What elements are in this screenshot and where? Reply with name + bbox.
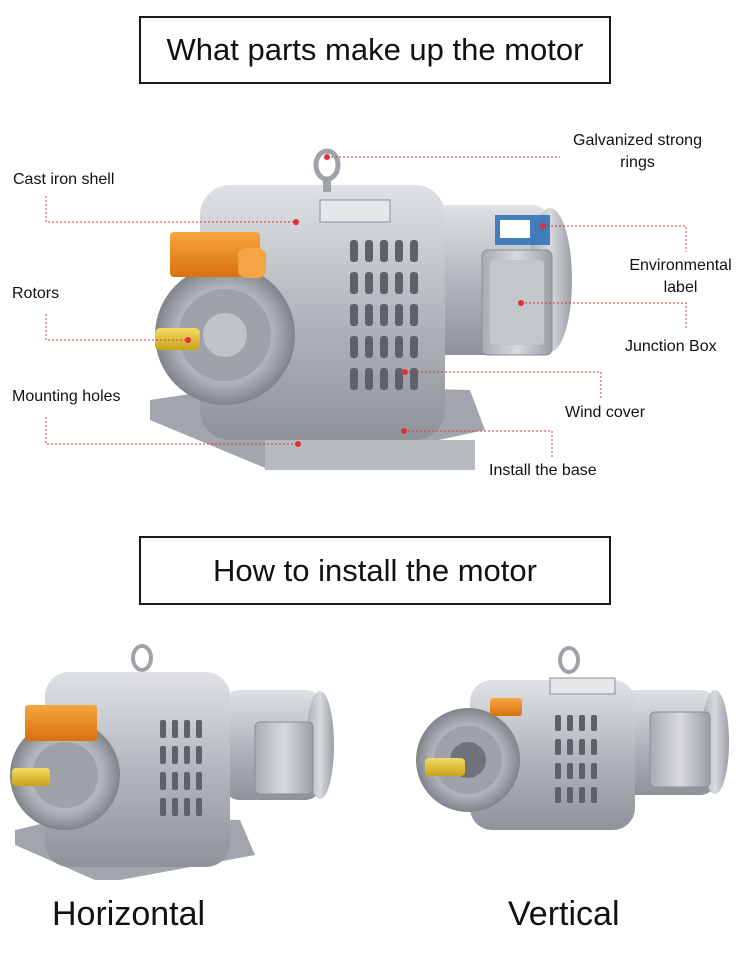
parts-section-title: What parts make up the motor: [139, 16, 611, 84]
vertical-motor-illustration: [416, 646, 729, 830]
main-motor-illustration: [150, 148, 572, 470]
label-cast-iron-shell: Cast iron shell: [13, 171, 115, 188]
label-install-base: Install the base: [489, 462, 597, 479]
label-mounting-holes: Mounting holes: [12, 388, 121, 405]
caption-vertical: Vertical: [508, 895, 620, 933]
label-rings: Galvanized strong rings: [573, 132, 702, 171]
label-wind-cover: Wind cover: [565, 404, 646, 421]
label-junction-box: Junction Box: [625, 338, 717, 355]
label-rotors: Rotors: [12, 285, 60, 302]
leader-lines: [45, 154, 687, 458]
horizontal-motor-illustration: [10, 644, 334, 880]
caption-horizontal: Horizontal: [52, 895, 206, 933]
install-section-title: How to install the motor: [139, 536, 611, 605]
label-environmental: Environmental label: [629, 257, 732, 296]
